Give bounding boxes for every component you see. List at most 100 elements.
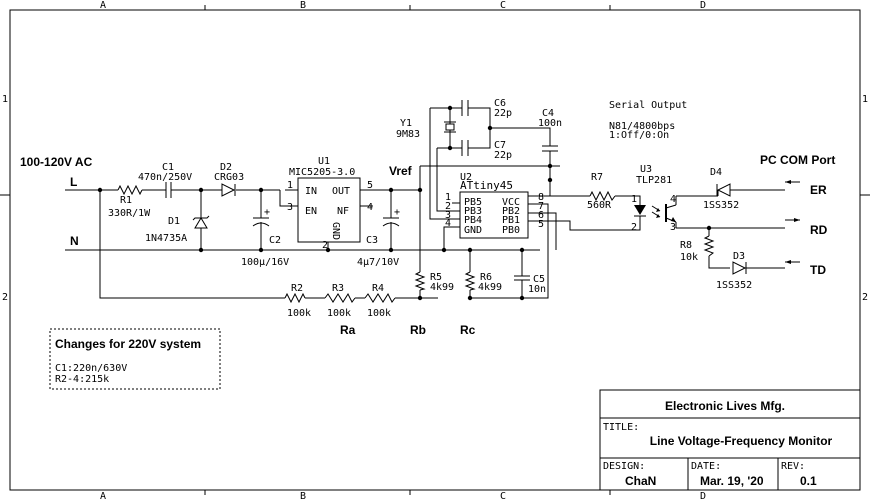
u1-pin-4: 4 [367,202,373,213]
capacitor-c5: C5 10n [514,274,546,295]
u2-pin-gnd: GND [464,225,482,236]
u1-pin-5: 5 [367,180,373,191]
c4-name: C4 [542,108,554,119]
capacitor-c7: C7 22p [461,140,512,161]
d4-name: D4 [710,167,722,178]
u2-pin-number-2: 2 [445,201,451,212]
designer-name: ChaN [625,474,656,488]
u2-pin-pb1: PB1 [502,215,520,226]
column-label-c-top: C [500,0,506,11]
row-label-1-left: 1 [2,94,8,105]
u3-pin-2: 2 [631,222,637,233]
r1-name: R1 [120,195,132,206]
neutral-label: N [70,234,79,248]
changes-note-line-2: R2-4:215k [55,374,109,385]
c1-value: 470n/250V [138,172,192,183]
c5-name: C5 [533,274,545,285]
u2-pin-number-8: 8 [538,192,544,203]
com-td-label: TD [810,263,826,277]
u1-pin-3: 3 [287,202,293,213]
u1-name: U1 [318,156,330,167]
rb-label: Rb [410,323,426,337]
u1-value: MIC5205-3.0 [289,167,355,178]
diode-d4: D4 1SS352 [703,167,739,211]
r3-name: R3 [332,283,344,294]
u3-value: TLP281 [636,175,672,186]
com-er-label: ER [810,183,827,197]
r1-value: 330R/1W [108,208,151,219]
c3-value: 4µ7/10V [357,257,399,268]
u3-pin-1: 1 [631,194,637,205]
capacitor-c4: C4 100n [538,108,562,156]
u1-pin-2: 2 [322,240,328,251]
u1-pin-en: EN [305,206,317,217]
u2-value: ATtiny45 [460,179,513,192]
row-label-1-right: 1 [862,94,868,105]
r6-value: 4k99 [478,282,502,293]
rc-label: Rc [460,323,476,337]
row-label-2-left: 2 [2,292,8,303]
ra-label: Ra [340,323,356,337]
u2-pin-pb0: PB0 [502,225,520,236]
supply-voltage-label: 100-120V AC [20,155,93,169]
d3-name: D3 [733,251,745,262]
column-label-a-bottom: A [100,491,106,500]
u2-pin-vcc: VCC [502,197,520,208]
r3-value: 100k [327,308,351,319]
capacitor-c1: C1 470n/250V [138,162,192,198]
u2-pin-pb5: PB5 [464,197,482,208]
svg-text:+: + [394,207,400,218]
microcontroller-u2: U2 ATtiny45 PB5 PB3 PB4 GND VCC PB2 PB1 … [445,172,544,239]
u1-pin-out: OUT [332,186,350,197]
r5-name: R5 [430,272,442,283]
u3-pin-4: 4 [670,194,676,205]
er-arrow-icon [785,180,800,184]
u1-pin-in: IN [305,186,317,197]
changes-note-line-1: C1:220n/630V [55,363,127,374]
r2-value: 100k [287,308,311,319]
d1-name: D1 [168,216,180,227]
line-label: L [70,175,77,189]
changes-note-box: Changes for 220V system C1:220n/630V R2-… [49,328,221,390]
r6-name: R6 [480,272,492,283]
u2-pin-number-3: 3 [445,210,451,221]
u1-pin-gnd: GND [330,222,341,240]
serial-output-title: Serial Output [609,100,687,111]
r7-value: 560R [587,200,612,211]
revision-caption: REV: [781,461,805,472]
c6-name: C6 [494,98,506,109]
serial-format: N81/4800bps [609,121,675,132]
resistor-r1: R1 330R/1W [108,184,151,219]
r2-name: R2 [291,283,303,294]
resistor-r3: R3 100k [324,283,356,319]
u2-pin-number-5: 5 [538,219,544,230]
column-label-a-top: A [100,0,106,11]
r8-value: 10k [680,252,698,263]
u1-pin-nf: NF [337,206,349,217]
r7-name: R7 [591,172,603,183]
row-label-2-right: 2 [862,292,868,303]
com-rd-label: RD [810,223,828,237]
u1-pin-1: 1 [287,180,293,191]
c6-value: 22p [494,108,512,119]
column-label-b-top: B [300,0,306,11]
serial-levels: 1:Off/0:On [609,130,669,141]
column-label-d-top: D [700,0,706,11]
column-label-d-bottom: D [700,491,706,500]
c7-value: 22p [494,150,512,161]
r4-name: R4 [372,283,384,294]
c5-value: 10n [528,284,546,295]
y1-name: Y1 [400,118,412,129]
r4-value: 100k [367,308,391,319]
u2-pin-pb2: PB2 [502,206,520,217]
optocoupler-u3: U3 TLP281 1 2 3 4 [631,164,677,233]
c2-name: C2 [269,235,281,246]
resistor-r5: R5 4k99 [414,271,454,293]
capacitor-c6: C6 22p [461,98,512,119]
u3-name: U3 [640,164,652,175]
resistor-r2: R2 100k [284,283,311,319]
d3-value: 1SS352 [716,280,752,291]
y1-value: 9M83 [396,129,420,140]
